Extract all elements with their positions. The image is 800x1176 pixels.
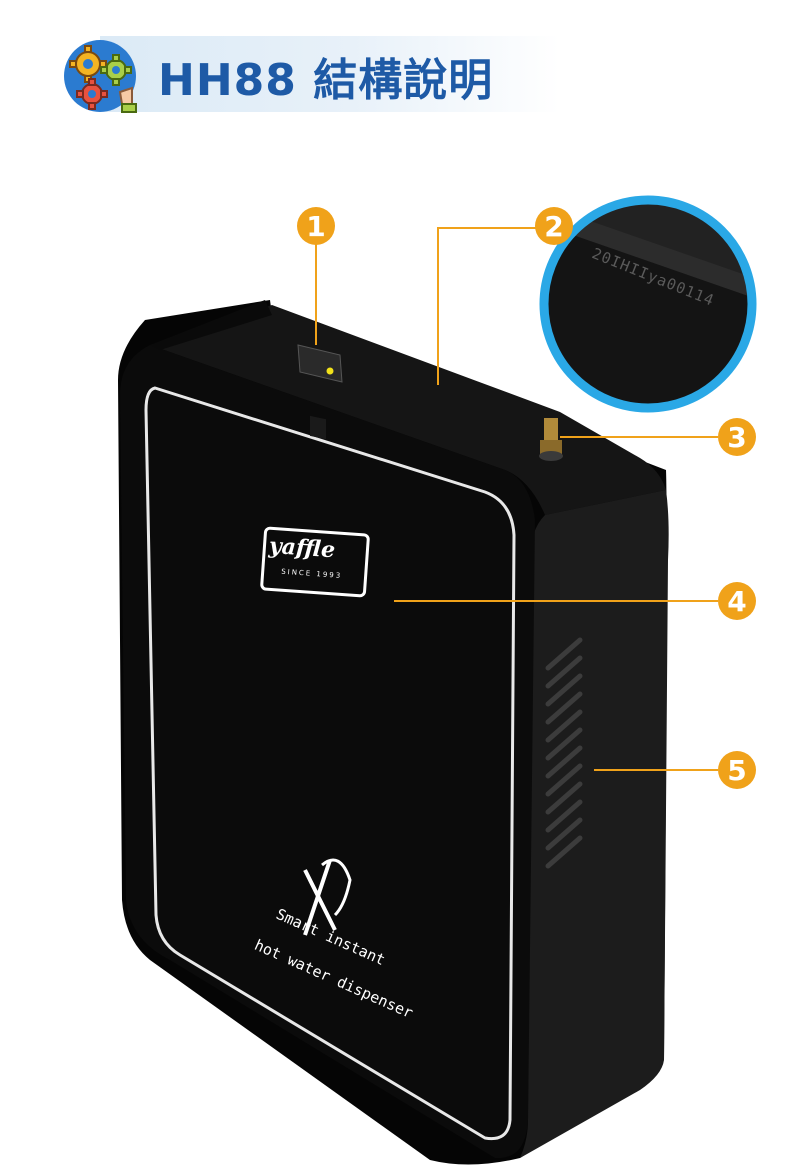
brand-name: yaffle — [268, 532, 337, 564]
callout-badge-1: 1 — [297, 207, 335, 245]
page-header: HH88 結構說明 — [0, 0, 800, 130]
ventilation-slots — [545, 637, 583, 869]
front-panel — [120, 345, 535, 1159]
top-panel — [150, 305, 666, 515]
callout-badge-5: 5 — [718, 751, 756, 789]
front-border-line — [144, 386, 516, 1141]
gears-icon — [64, 40, 137, 113]
callout-badge-2: 2 — [535, 207, 573, 245]
power-switch — [297, 344, 343, 440]
title-band — [100, 36, 560, 112]
leader-lines — [315, 227, 718, 771]
water-inlet-fitting — [539, 418, 563, 461]
brand-mark-icon — [303, 858, 352, 936]
page-title: HH88 結構說明 — [158, 55, 494, 106]
brand-logo: yaffle SINCE 1993 — [256, 522, 375, 602]
callout-badge-3: 3 — [718, 418, 756, 456]
callout-badge-4: 4 — [718, 582, 756, 620]
side-panel — [520, 490, 669, 1158]
serial-zoom-circle — [539, 195, 757, 413]
